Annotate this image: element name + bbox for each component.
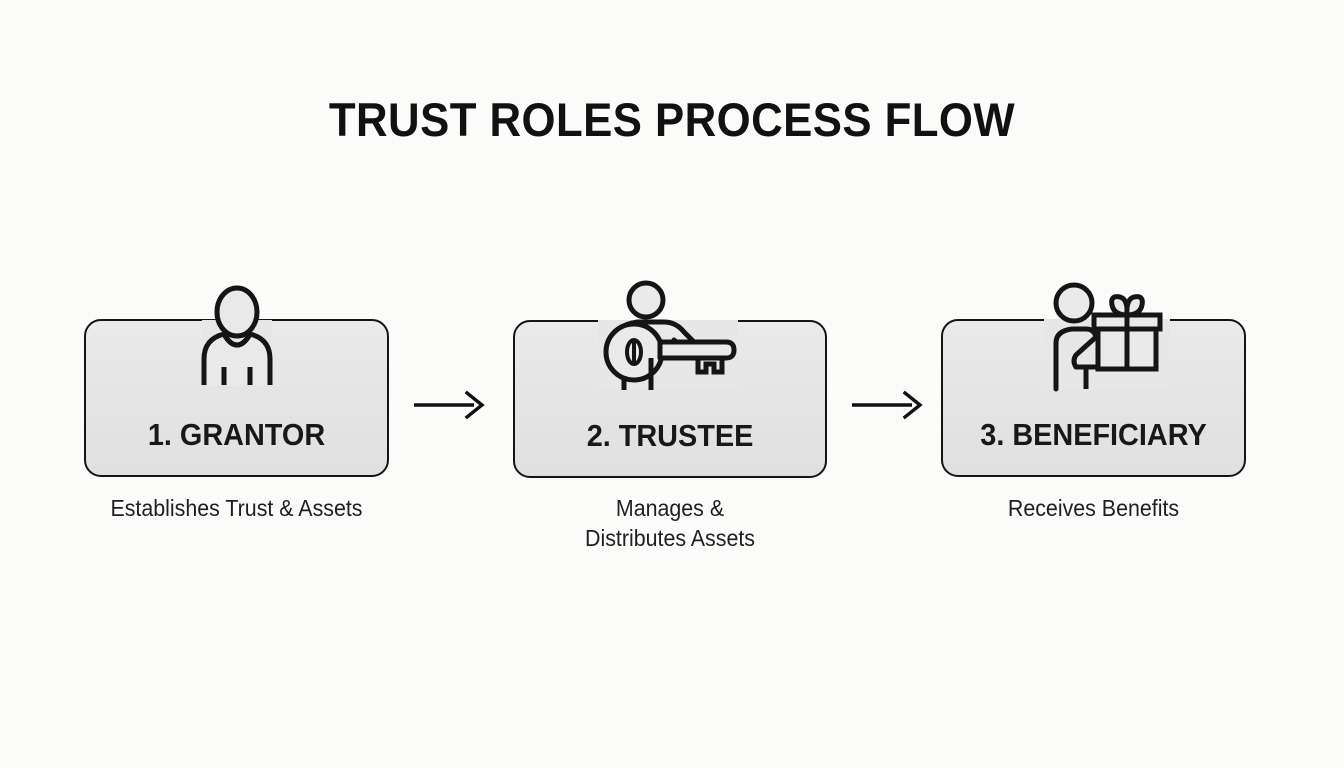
step-label-beneficiary: 3. BENEFICIARY	[980, 417, 1207, 452]
arrow-right-icon-2	[850, 390, 928, 420]
step-label-grantor: 1. GRANTOR	[147, 417, 326, 452]
page-title: TRUST ROLES PROCESS FLOW	[328, 93, 1016, 146]
step-caption-beneficiary: Receives Benefits	[1007, 495, 1180, 521]
person-with-key-icon	[594, 280, 742, 390]
step-caption-trustee: Manages & Distributes Assets	[584, 495, 755, 551]
person-icon	[196, 285, 278, 385]
step-label-trustee: 2. TRUSTEE	[586, 418, 754, 453]
arrow-right-icon-1	[412, 390, 490, 420]
person-with-gift-icon	[1042, 281, 1170, 392]
step-caption-grantor: Establishes Trust & Assets	[110, 495, 363, 521]
